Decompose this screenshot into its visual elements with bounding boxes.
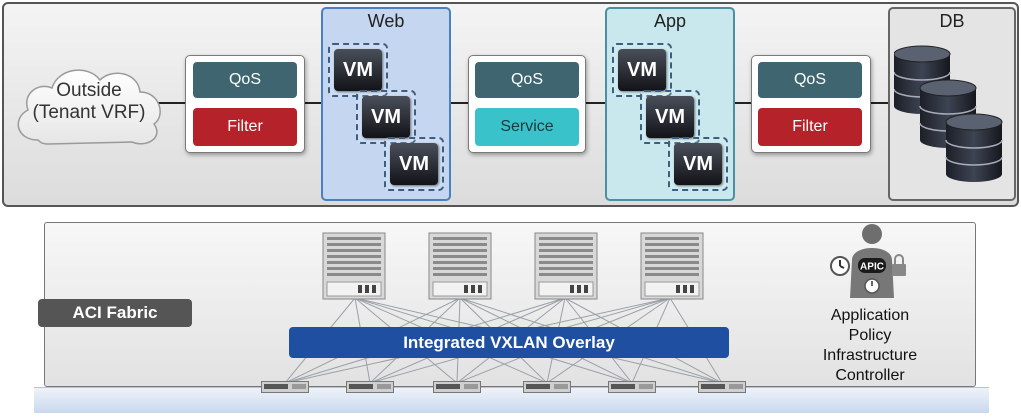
qos-pill-middle: QoS — [475, 62, 579, 98]
database-icon — [894, 45, 1003, 183]
vm-icon[interactable]: VM — [328, 43, 388, 97]
outside-sublabel: (Tenant VRF) — [32, 102, 146, 123]
filter-pill-left: Filter — [193, 108, 297, 146]
leaf-switch-icon — [608, 381, 656, 393]
spine-switch-icon — [640, 232, 704, 300]
leaf-switch-icon — [346, 381, 394, 393]
connector-line — [869, 102, 889, 104]
web-epg-title: Web — [367, 11, 405, 31]
qos-pill-right: QoS — [758, 62, 862, 98]
spine-switch-icon — [322, 232, 386, 300]
qos-pill-left: QoS — [193, 62, 297, 98]
fabric-panel — [44, 222, 976, 387]
filter-pill-right: Filter — [758, 108, 862, 146]
aci-fabric-label: ACI Fabric — [38, 299, 192, 327]
spine-switch-icon — [534, 232, 598, 300]
apic-controller-icon[interactable]: APIC — [828, 222, 912, 304]
apic-label-line: Application — [830, 307, 910, 324]
vm-icon[interactable]: VM — [640, 90, 700, 144]
db-epg-title: DB — [939, 11, 965, 31]
leaf-switch-icon — [261, 381, 309, 393]
leaf-switch-icon — [523, 381, 571, 393]
outside-label: Outside — [56, 80, 122, 101]
cloud-icon — [17, 69, 161, 145]
spine-switch-icon — [428, 232, 492, 300]
fabric-base — [34, 387, 989, 413]
vm-icon[interactable]: VM — [356, 90, 416, 144]
apic-label-line: Infrastructure — [822, 347, 918, 364]
service-pill: Service — [475, 108, 579, 146]
leaf-switch-icon — [698, 381, 746, 393]
app-epg-title: App — [653, 11, 687, 31]
connector-line — [304, 102, 324, 104]
apic-badge: APIC — [860, 262, 884, 273]
apic-label-line: Controller — [835, 367, 905, 384]
connector-line — [150, 102, 186, 104]
connector-line — [584, 102, 606, 104]
connector-line — [450, 102, 470, 104]
vm-icon[interactable]: VM — [384, 137, 444, 191]
apic-label-line: Policy — [848, 327, 892, 344]
vm-icon[interactable]: VM — [668, 137, 728, 191]
vxlan-overlay-bar: Integrated VXLAN Overlay — [289, 327, 729, 358]
connector-line — [734, 102, 752, 104]
leaf-switch-icon — [433, 381, 481, 393]
vm-icon[interactable]: VM — [612, 43, 672, 97]
